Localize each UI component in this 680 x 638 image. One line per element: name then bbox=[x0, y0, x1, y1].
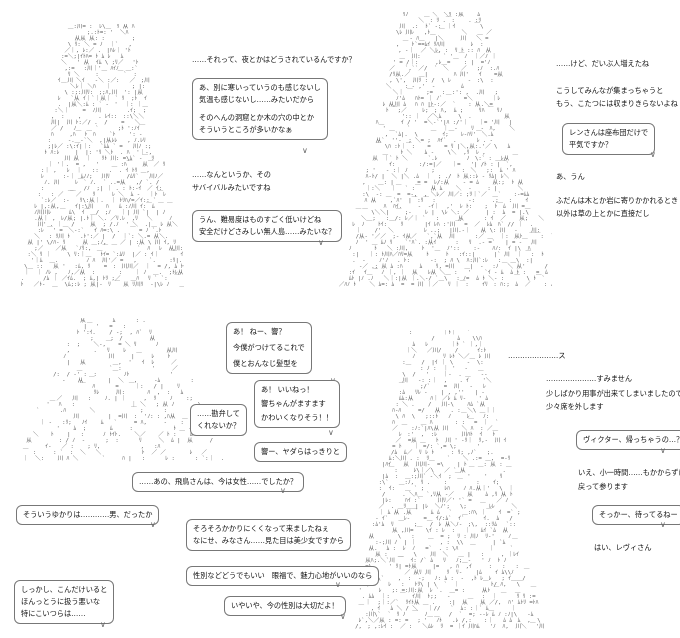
bubble-line: 響ー、ヤダらはっきりと bbox=[261, 447, 340, 456]
speech-bubble: そっかー、待ってるねー bbox=[592, 505, 680, 525]
dialogue-line: ……なんというか、その bbox=[192, 170, 271, 179]
tail-icon: ∨ bbox=[660, 446, 666, 455]
bubble-line: レンさんは座布団だけで bbox=[569, 128, 649, 137]
dialogue-line: あ、うん bbox=[556, 172, 585, 181]
speech-bubble: 性別などどうでもいい 眼福で、魅力心地がいいのなら bbox=[186, 566, 380, 586]
speech-bubble: しっかし、こんだけいると ほんっとうに扱う悪いな 特にこいつらは…… bbox=[14, 580, 115, 624]
speech-bubble: あ！ いいねっ！ 響ちゃんがますます かわいくなりそう！！ bbox=[254, 380, 340, 428]
tail-icon: ∨ bbox=[280, 486, 286, 495]
tail-icon: ∨ bbox=[335, 580, 341, 589]
bubble-line: 特にこいつらは…… bbox=[21, 609, 86, 618]
bubble-line: そういうゆかりは…………男、だったか bbox=[23, 510, 153, 519]
ascii-art-figure-2: ﾘﾉ ＼￣＼ﾘ :从 ﾑ ＼￣: ﾘ .￣: . :ﾘ 川 .: ﾄ` -: ｜… bbox=[338, 12, 552, 288]
tail-icon: ∨ bbox=[650, 150, 656, 159]
bubble-line: ……あの、飛鳥さんは、今は女性……でしたか？ bbox=[139, 477, 298, 486]
speech-bubble: あ、別に寒いっていうのも感じないし 気温も感じないし……みたいだから そのへんの… bbox=[192, 78, 328, 140]
bubble-line: そういうところが多いかなぁ bbox=[199, 125, 293, 134]
tail-icon: ∨ bbox=[318, 238, 324, 247]
bubble-line: あ、別に寒いっていうのも感じないし bbox=[199, 83, 321, 92]
bubble-line: うん、難易度はものすごく低いけどね bbox=[199, 215, 322, 224]
dialogue-line: 少しばかり用事が出来てしまいましたので bbox=[546, 389, 680, 398]
tail-icon: ∨ bbox=[340, 612, 346, 621]
bubble-line: 安全だけどさみしい無人島……みたいな？ bbox=[199, 227, 336, 236]
bubble-line: そろそろかかりにくくなって来ましたねぇ bbox=[193, 524, 330, 533]
tail-icon: ∨ bbox=[302, 146, 308, 155]
ascii-art-room-scene: 从 ﾑ : .￣ |￣ ' = : ﾄ ':ｲ. / -; , ﾊ` ﾘ ; bbox=[22, 318, 225, 462]
bubble-line: ヴィクター、帰っちゃうの…？ bbox=[583, 435, 680, 444]
bubble-line: 性別などどうでもいい 眼福で、魅力心地がいいのなら bbox=[193, 571, 373, 580]
bubble-line: なにせ、みなさん……見た目は美少女ですから bbox=[193, 536, 344, 545]
ascii-art-figure-3: : ｜ﾄ｜ ` / ﾑ \\ﾊ ﾑ ﾚ ｜ﾄ ` ｜,｜ ｜＼ ／川/ / ｲ:… bbox=[355, 330, 545, 630]
bubble-line: 僕とおんなじ髪型を bbox=[233, 359, 298, 368]
speech-bubble: レンさんは座布団だけで 平気ですか？ bbox=[562, 123, 656, 155]
speech-bubble: うん、難易度はものすごく低いけどね 安全だけどさみしい無人島……みたいな？ bbox=[192, 210, 343, 242]
bubble-line: そのへんの洞窟とか木の穴の中とか bbox=[199, 113, 315, 122]
dialogue-line: …………………すみません bbox=[546, 374, 633, 383]
speech-bubble: そろそろかかりにくくなって来ましたねぇ なにせ、みなさん……見た目は美少女ですか… bbox=[186, 519, 351, 551]
dialogue-line: 戻って参ります bbox=[578, 482, 628, 491]
dialogue-line: もう、こたつには収まりきらないよね bbox=[556, 99, 678, 108]
dialogue-line: はい、レヴィさん bbox=[594, 543, 652, 552]
dialogue-line: サバイバルみたいですね bbox=[192, 183, 271, 192]
bubble-line: そっかー、待ってるねー bbox=[599, 510, 678, 519]
tail-icon: ∨ bbox=[660, 520, 666, 529]
dialogue-line: いえ、小一時間……もかからずに bbox=[578, 468, 680, 477]
bubble-line: 響ちゃんがますます bbox=[261, 399, 326, 408]
dialogue-line: 以外は草の上とかに直接だし bbox=[556, 209, 650, 218]
bubble-line: あ！ いいねっ！ bbox=[261, 385, 314, 394]
dialogue-line: ……それって、夜とかはどうされているんですか？ bbox=[192, 55, 356, 64]
speech-bubble: 響ー、ヤダらはっきりと bbox=[254, 442, 347, 462]
dialogue-line: ……けど、だいぶ人増えたね bbox=[556, 59, 650, 68]
speech-bubble: そういうゆかりは…………男、だったか bbox=[16, 505, 160, 525]
dialogue-line: 少々席を外します bbox=[546, 402, 604, 411]
bubble-line: ほんっとうに扱う悪いな bbox=[21, 597, 101, 606]
speech-bubble: ヴィクター、帰っちゃうの…？ bbox=[576, 430, 680, 450]
bubble-line: いやいや、今の性別は大切だよ！ bbox=[231, 601, 339, 610]
bubble-line: ……勘弁して bbox=[197, 409, 240, 418]
bubble-line: くれないか？ bbox=[197, 421, 241, 430]
dialogue-line: こうしてみんなが集まっちゃうと bbox=[556, 86, 664, 95]
dialogue-line: …………………ス bbox=[508, 351, 566, 360]
speech-bubble: ……あの、飛鳥さんは、今は女性……でしたか？ bbox=[132, 472, 305, 492]
bubble-line: しっかし、こんだけいると bbox=[21, 585, 108, 594]
speech-bubble: ……勘弁して くれないか？ bbox=[190, 404, 248, 436]
dialogue-line: ふだんは木とか岩に寄りかかれるとき bbox=[556, 196, 679, 205]
bubble-line: 平気ですか？ bbox=[569, 140, 613, 149]
speech-bubble: いやいや、今の性別は大切だよ！ bbox=[224, 596, 346, 616]
tail-icon: ∨ bbox=[328, 428, 334, 437]
tail-icon: ∨ bbox=[100, 620, 106, 629]
bubble-line: 今僕がつけてるこれで bbox=[233, 343, 305, 352]
bubble-line: あ！ ねー、響？ bbox=[233, 327, 286, 336]
bubble-line: 気温も感じないし……みたいだから bbox=[199, 95, 315, 104]
bubble-line: かわいくなりそう！！ bbox=[261, 413, 333, 422]
ascii-art-figure-1: ＿:川= : ﾚ\＿ ﾘ 从 ﾊ ;.:ﾄ=: ' ＼ﾊ 从从 从: : ; \… bbox=[20, 24, 184, 288]
tail-icon: ∨ bbox=[150, 520, 156, 529]
speech-bubble: あ！ ねー、響？ 今僕がつけてるこれで 僕とおんなじ髪型を bbox=[226, 322, 312, 374]
